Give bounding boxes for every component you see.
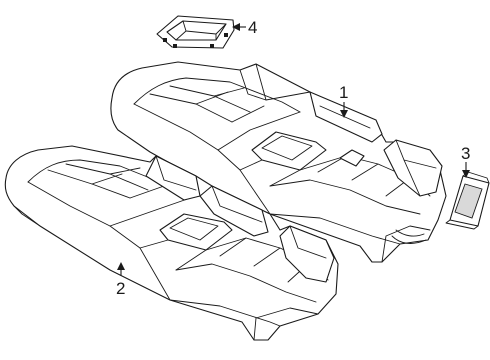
callout-4: 4	[232, 18, 257, 37]
part-2-seat-cushion	[4, 145, 339, 341]
callout-number-3: 3	[461, 144, 470, 163]
callout-number-2: 2	[116, 279, 125, 298]
part-4-tray	[156, 15, 235, 49]
callout-3: 3	[461, 144, 470, 178]
callout-number-4: 4	[248, 18, 257, 37]
callout-2: 2	[116, 262, 125, 298]
part-1-seat-cushion	[110, 61, 447, 263]
callout-number-1: 1	[339, 83, 348, 102]
callout-1: 1	[339, 83, 348, 118]
part-3-side-trim	[445, 171, 490, 230]
